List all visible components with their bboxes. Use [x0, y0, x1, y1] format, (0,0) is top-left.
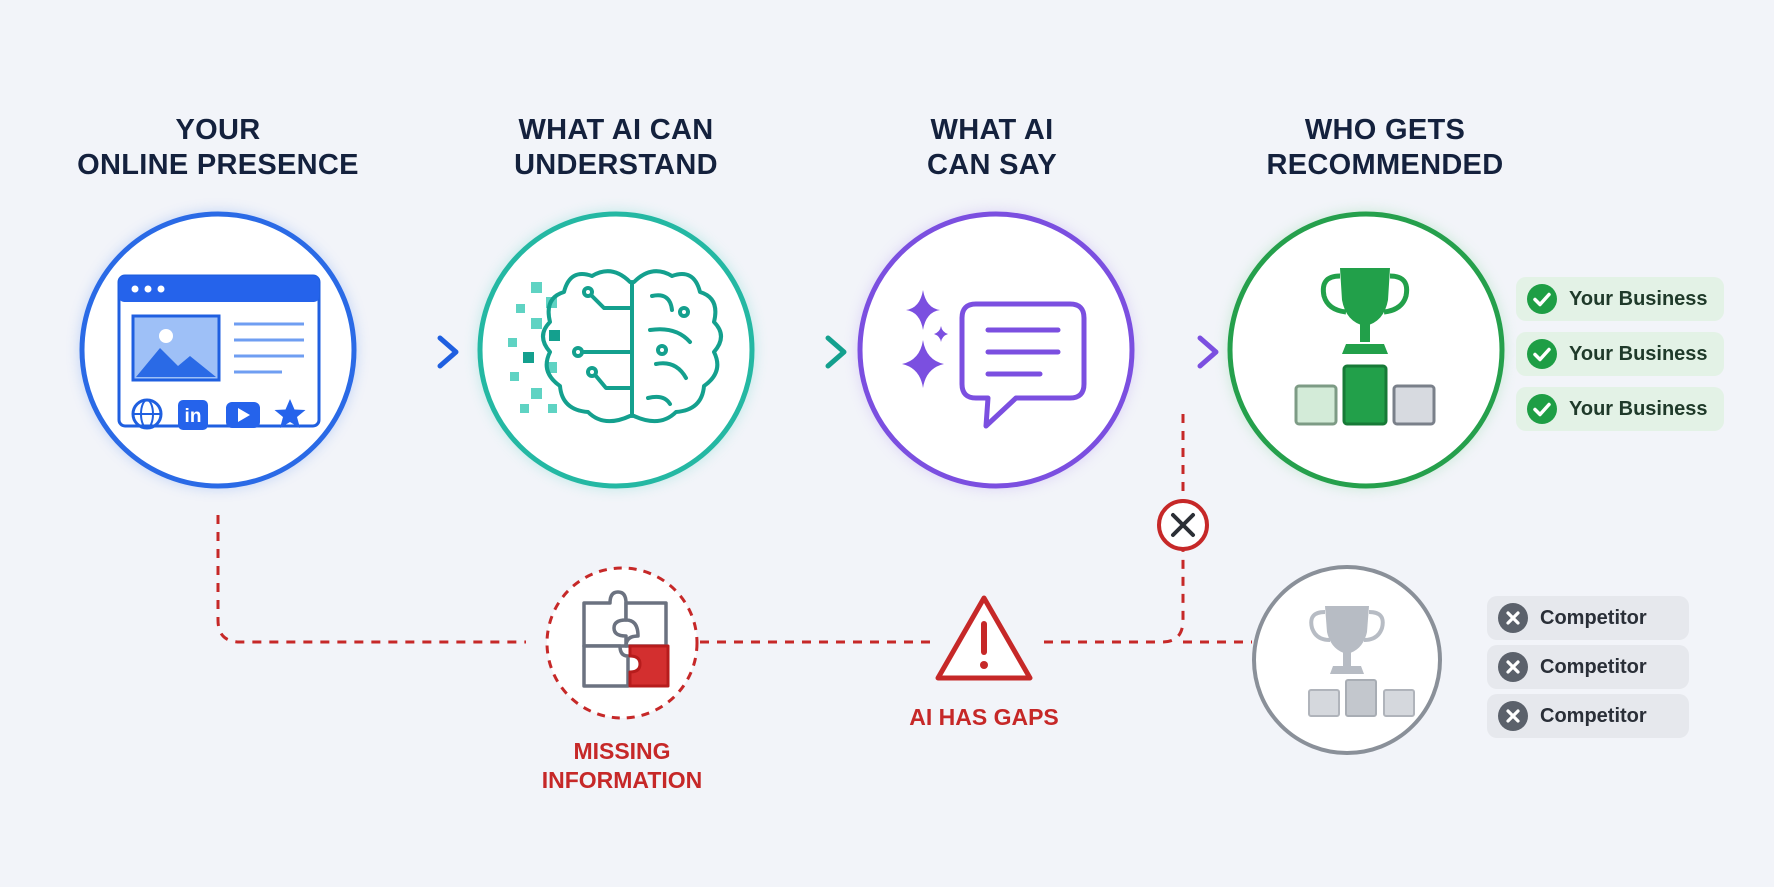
recommended-label: Your Business	[1569, 342, 1708, 365]
competitor-circle	[1252, 565, 1442, 755]
title-line: YOUR	[175, 114, 261, 146]
brain-icon	[508, 269, 723, 424]
gray-trophy-podium-icon	[1308, 606, 1415, 717]
title-line: CAN SAY	[927, 149, 1057, 181]
puzzle-icon	[582, 590, 668, 688]
arrow-2	[773, 335, 847, 369]
stage-circle-recommended	[1227, 211, 1505, 489]
recommended-item: Your Business	[1516, 387, 1724, 431]
trophy-podium-icon	[1294, 268, 1436, 426]
check-icon	[1527, 394, 1557, 424]
label-line: AI HAS GAPS	[909, 704, 1059, 730]
missing-information-label: MISSING INFORMATION	[502, 737, 742, 795]
stage-circle-online-presence: in	[79, 211, 357, 489]
title-line: WHO GETS	[1304, 114, 1466, 146]
stage-circle-understand	[477, 211, 755, 489]
missing-information-marker	[545, 566, 699, 720]
x-icon	[1498, 603, 1528, 633]
stage-title-online-presence: YOUR ONLINE PRESENCE	[38, 113, 398, 183]
competitor-label: Competitor	[1540, 704, 1647, 727]
recommended-label: Your Business	[1569, 397, 1708, 420]
ai-has-gaps-label: AI HAS GAPS	[864, 703, 1104, 732]
title-line: UNDERSTAND	[514, 149, 718, 181]
arrow-3	[1149, 335, 1219, 369]
recommended-label: Your Business	[1569, 287, 1708, 310]
stage-title-recommended: WHO GETS RECOMMENDED	[1205, 113, 1565, 183]
website-social-icon: in	[117, 274, 321, 430]
title-line: ONLINE PRESENCE	[77, 149, 359, 181]
check-icon	[1527, 284, 1557, 314]
competitor-item: Competitor	[1487, 596, 1689, 640]
competitor-item: Competitor	[1487, 645, 1689, 689]
warning-icon	[935, 595, 1033, 681]
check-icon	[1527, 339, 1557, 369]
title-line: WHAT AI CAN	[518, 114, 714, 146]
x-icon	[1498, 652, 1528, 682]
chat-sparkle-icon	[902, 290, 1087, 429]
competitor-label: Competitor	[1540, 606, 1647, 629]
stage-circle-say	[857, 211, 1135, 489]
x-icon	[1498, 701, 1528, 731]
recommended-item: Your Business	[1516, 332, 1724, 376]
stage-title-say: WHAT AI CAN SAY	[812, 113, 1172, 183]
recommended-item: Your Business	[1516, 277, 1724, 321]
stage-title-understand: WHAT AI CAN UNDERSTAND	[436, 113, 796, 183]
svg-text:in: in	[185, 406, 202, 427]
title-line: WHAT AI	[930, 114, 1054, 146]
label-line: INFORMATION	[541, 767, 703, 793]
arrow-1	[377, 335, 459, 369]
blocked-icon	[1157, 499, 1209, 551]
label-line: MISSING	[573, 738, 671, 764]
competitor-item: Competitor	[1487, 694, 1689, 738]
title-line: RECOMMENDED	[1266, 149, 1504, 181]
competitor-label: Competitor	[1540, 655, 1647, 678]
gap-path	[216, 412, 1252, 644]
